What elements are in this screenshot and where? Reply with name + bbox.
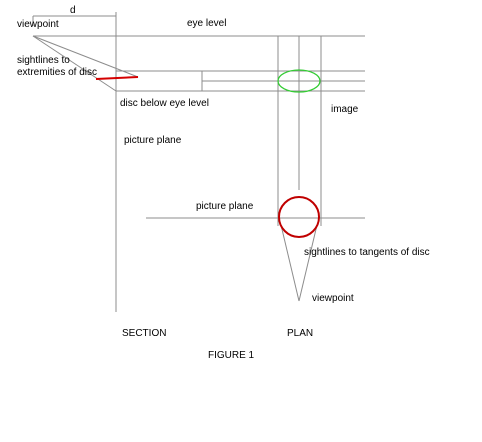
label-eye-level: eye level	[187, 18, 226, 29]
label-sightlines-extremities-2: extremities of disc	[17, 67, 97, 78]
label-d: d	[70, 5, 76, 16]
label-image: image	[331, 104, 359, 115]
sightline-lower	[32, 35, 117, 92]
tangent-sightline-left	[280, 224, 300, 302]
label-sightlines-extremities-1: sightlines to	[17, 55, 70, 66]
label-figure: FIGURE 1	[208, 350, 255, 361]
label-viewpoint-plan: viewpoint	[312, 293, 354, 304]
label-section: SECTION	[122, 328, 166, 339]
label-disc-below-eye-level: disc below eye level	[120, 98, 209, 109]
label-plan: PLAN	[287, 328, 313, 339]
label-picture-plane-section: picture plane	[124, 135, 182, 146]
disc-section-mark	[95, 76, 139, 80]
tangent-sightline-right	[298, 224, 318, 302]
image-ellipse	[277, 69, 321, 93]
label-picture-plane-plan: picture plane	[196, 201, 254, 212]
disc-plan-circle	[278, 196, 320, 238]
sightline-upper	[32, 35, 139, 78]
label-sightlines-tangents: sightlines to tangents of disc	[304, 247, 430, 258]
label-viewpoint-section: viewpoint	[17, 19, 59, 30]
